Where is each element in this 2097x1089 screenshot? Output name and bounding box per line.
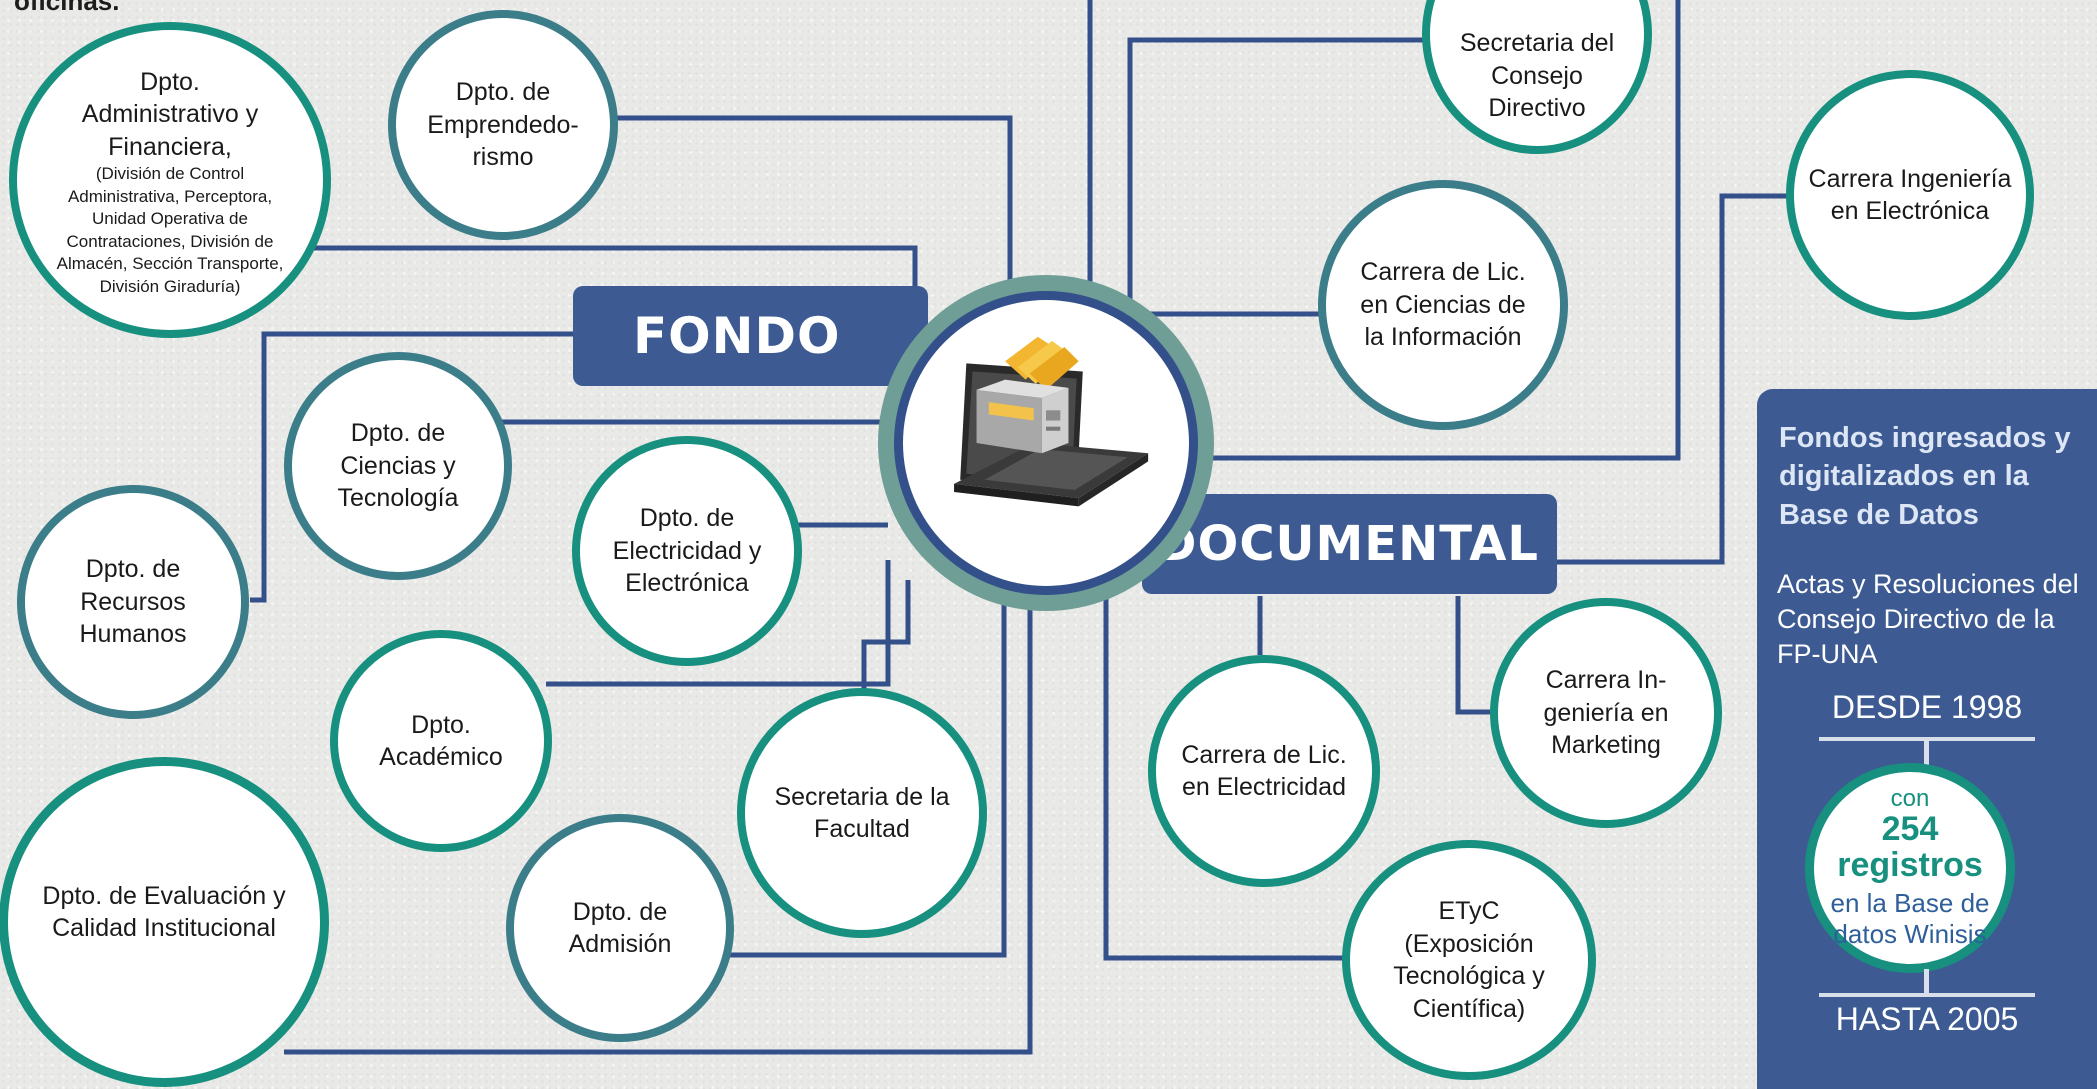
node-dpto-emprendedorismo[interactable]: Dpto. de Emprendedo-rismo [388,10,618,240]
connector-recursos-humanos [250,331,580,603]
node-etyc[interactable]: ETyC (Exposición Tecnológica y Científic… [1342,840,1596,1080]
node-recursos-humanos[interactable]: Dpto. de Recursos Humanos [17,485,249,719]
connector-ingenieria-electronica [1552,193,1790,565]
node-electricidad-electronica-label: Dpto. de Electricidad y Electrónica [612,504,762,598]
panel-until-year: HASTA 2005 [1835,1001,2019,1037]
panel-from-year: DESDE 1998 [1831,689,2023,725]
node-dpto-emprendedorismo-label: Dpto. de Emprendedo-rismo [427,78,579,172]
connector-academico [546,560,891,687]
node-dpto-administrativo[interactable]: Dpto. Administrativo y Financiera, (Divi… [9,22,331,338]
panel-rule-bottom [1819,993,2035,997]
node-dpto-academico-label: Dpto. Académico [379,710,503,772]
connector-evaluacion [284,605,1033,1055]
connector-right-top [1200,0,1681,461]
node-carrera-electricidad[interactable]: Carrera de Lic. en Electricidad [1148,655,1380,887]
connector-etyc [1103,590,1345,961]
node-secretaria-facultad[interactable]: Secretaria de la Facultad [737,688,987,938]
panel-connector-top [1924,739,1929,767]
fondo-banner-label: FONDO [633,307,841,365]
fondo-banner: FONDO [573,286,928,386]
node-ciencias-informacion-label: Carrera de Lic. en Ciencias de la Inform… [1360,258,1526,352]
node-ciencias-tecnologia-label: Dpto. de Ciencias y Tecnología [337,419,459,513]
connector-admision [722,600,1007,958]
panel-title: Fondos ingresados y digitalizados en la … [1779,422,2071,531]
node-dpto-admision-label: Dpto. de Admisión [568,897,672,959]
node-dpto-admision[interactable]: Dpto. de Admisión [506,814,734,1042]
intro-text-fragment: oficinas. [14,0,120,16]
connector-marketing [1455,596,1490,715]
node-dpto-administrativo-title: Dpto. Administrativo y Financiera, [81,67,259,161]
node-carrera-marketing-label: Carrera In-geniería en Marketing [1543,666,1669,760]
panel-connector-bottom [1924,969,1929,997]
node-secretaria-consejo-label: Secretaria del Consejo Directivo [1459,29,1615,123]
node-ingenieria-electronica-label: Carrera Ingeniería en Electrónica [1808,164,2012,226]
node-dpto-academico[interactable]: Dpto. Académico [330,630,552,852]
panel-description: Actas y Resoluciones del Consejo Directi… [1777,569,2079,670]
documental-banner-label: DOCUMENTAL [1156,516,1539,572]
registros-suffix: en la Base de datos Winisis [1830,887,1990,949]
connector-secretaria-consejo [1127,37,1430,300]
node-dpto-evaluacion-label: Dpto. de Evaluación y Calidad Institucio… [42,881,286,943]
fondos-summary-panel: Fondos ingresados y digitalizados en la … [1757,389,2097,1089]
node-recursos-humanos-label: Dpto. de Recursos Humanos [79,555,187,649]
registros-unit: registros [1837,846,1983,884]
node-ingenieria-electronica[interactable]: Carrera Ingeniería en Electrónica [1786,70,2034,320]
connector-emprendedorismo [612,115,1013,290]
node-dpto-evaluacion[interactable]: Dpto. de Evaluación y Calidad Institucio… [0,757,329,1087]
connector-administrativo [312,245,918,290]
connector-secretaria-facultad [861,580,911,693]
node-carrera-electricidad-label: Carrera de Lic. en Electricidad [1181,740,1347,802]
node-ciencias-informacion[interactable]: Carrera de Lic. en Ciencias de la Inform… [1318,180,1568,430]
registros-count-badge: con 254 registros en la Base de datos Wi… [1805,763,2015,973]
node-etyc-label: ETyC (Exposición Tecnológica y Científic… [1393,897,1545,1023]
node-dpto-administrativo-detail: (División de Control Administrativa, Per… [56,164,284,296]
node-ciencias-tecnologia[interactable]: Dpto. de Ciencias y Tecnología [284,352,512,580]
registros-prefix: con [1890,784,1930,812]
node-carrera-marketing[interactable]: Carrera In-geniería en Marketing [1490,598,1722,828]
central-archive-emblem [878,275,1214,611]
node-electricidad-electronica[interactable]: Dpto. de Electricidad y Electrónica [572,436,802,666]
documental-banner: DOCUMENTAL [1142,494,1557,594]
node-secretaria-facultad-label: Secretaria de la Facultad [774,782,950,844]
registros-count: 254 [1881,810,1939,849]
laptop-file-cabinet-icon [903,300,1189,586]
